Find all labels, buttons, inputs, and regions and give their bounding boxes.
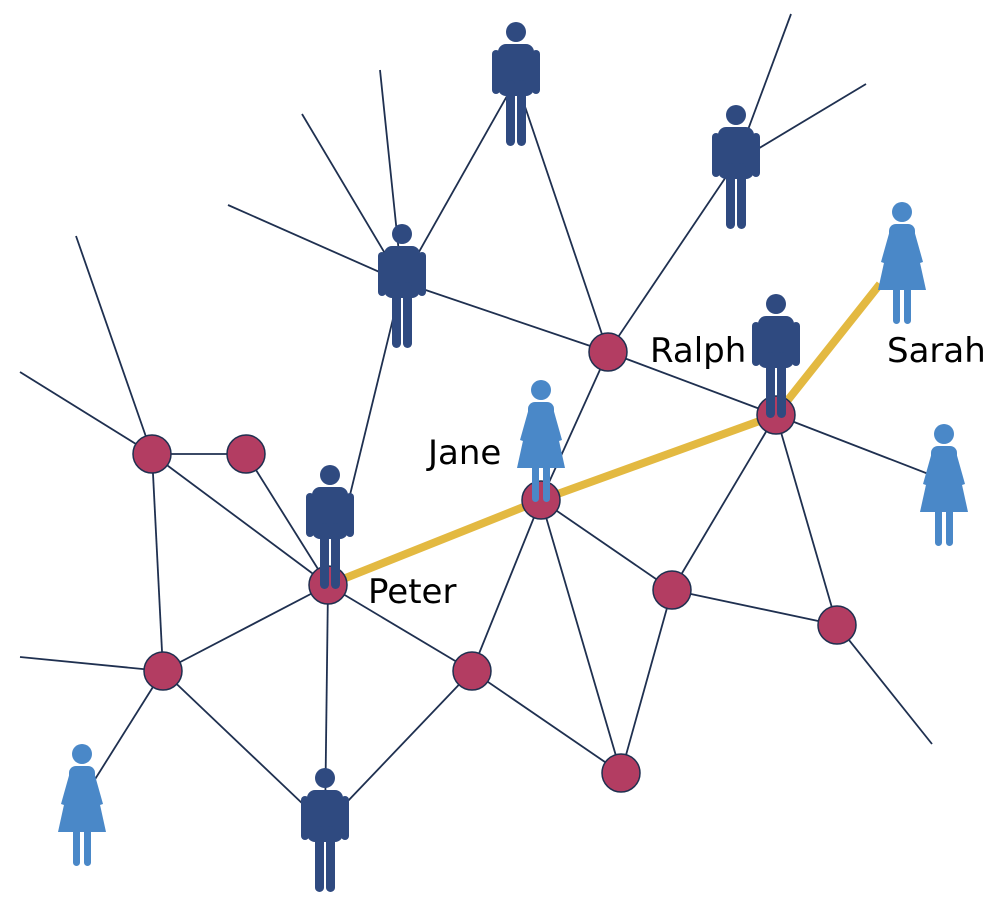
edge-n9-n8 xyxy=(671,414,777,591)
node-n1 xyxy=(132,434,172,474)
label-peter: Peter xyxy=(368,572,456,612)
edge-pMid-e4 xyxy=(227,204,403,283)
node-n5 xyxy=(452,651,492,691)
edge-n3-n4 xyxy=(162,584,329,672)
edge-n7-pMid xyxy=(401,281,609,353)
edge-n6-n9 xyxy=(540,499,673,591)
node-n10 xyxy=(817,605,857,645)
edge-n1-e1 xyxy=(75,235,153,455)
man-icon xyxy=(301,768,349,892)
node-n8 xyxy=(756,395,796,435)
network-edges xyxy=(19,13,945,826)
edge-n5-n6 xyxy=(471,499,542,672)
edge-n1-e2 xyxy=(19,371,153,455)
network-people xyxy=(58,22,968,892)
edge-n6-n11 xyxy=(540,499,622,774)
edge-n5-n11 xyxy=(471,670,622,774)
highlighted-path xyxy=(326,281,884,589)
edge-n9-n10 xyxy=(671,589,838,626)
edge-n8-n10 xyxy=(775,414,838,626)
woman-icon xyxy=(58,744,106,866)
path-peter-to-sarah xyxy=(326,281,884,589)
node-n4 xyxy=(143,651,183,691)
edge-n7-n8 xyxy=(607,351,777,416)
edge-n2-n3 xyxy=(245,453,329,586)
edge-n1-n4 xyxy=(151,453,164,672)
edge-n3-n5 xyxy=(327,584,473,672)
man-icon xyxy=(378,224,426,348)
node-n6 xyxy=(521,480,561,520)
edge-n1-n3 xyxy=(151,453,329,586)
edge-n9-n11 xyxy=(620,589,673,774)
edge-n7-pRalph2 xyxy=(607,161,737,353)
node-n11 xyxy=(601,753,641,793)
edge-n8-pWomanR xyxy=(775,414,945,481)
edge-pMid-pTop xyxy=(401,79,517,283)
edge-n6-n7 xyxy=(540,351,609,501)
edge-n4-pBottom xyxy=(162,670,326,826)
node-n7 xyxy=(588,332,628,372)
man-icon xyxy=(712,105,760,229)
label-ralph: Ralph xyxy=(650,331,746,371)
edge-n3-pBottom xyxy=(324,584,329,826)
edge-n7-pTop xyxy=(515,79,609,353)
label-sarah: Sarah xyxy=(887,331,986,371)
woman-icon xyxy=(878,202,926,324)
node-n2 xyxy=(226,434,266,474)
edge-n5-pBottom xyxy=(324,670,473,826)
edge-n4-e3 xyxy=(19,656,164,672)
edge-n10-e9 xyxy=(836,624,933,745)
network-nodes xyxy=(132,332,857,793)
node-n9 xyxy=(652,570,692,610)
label-jane: Jane xyxy=(426,433,501,473)
woman-icon xyxy=(920,424,968,546)
